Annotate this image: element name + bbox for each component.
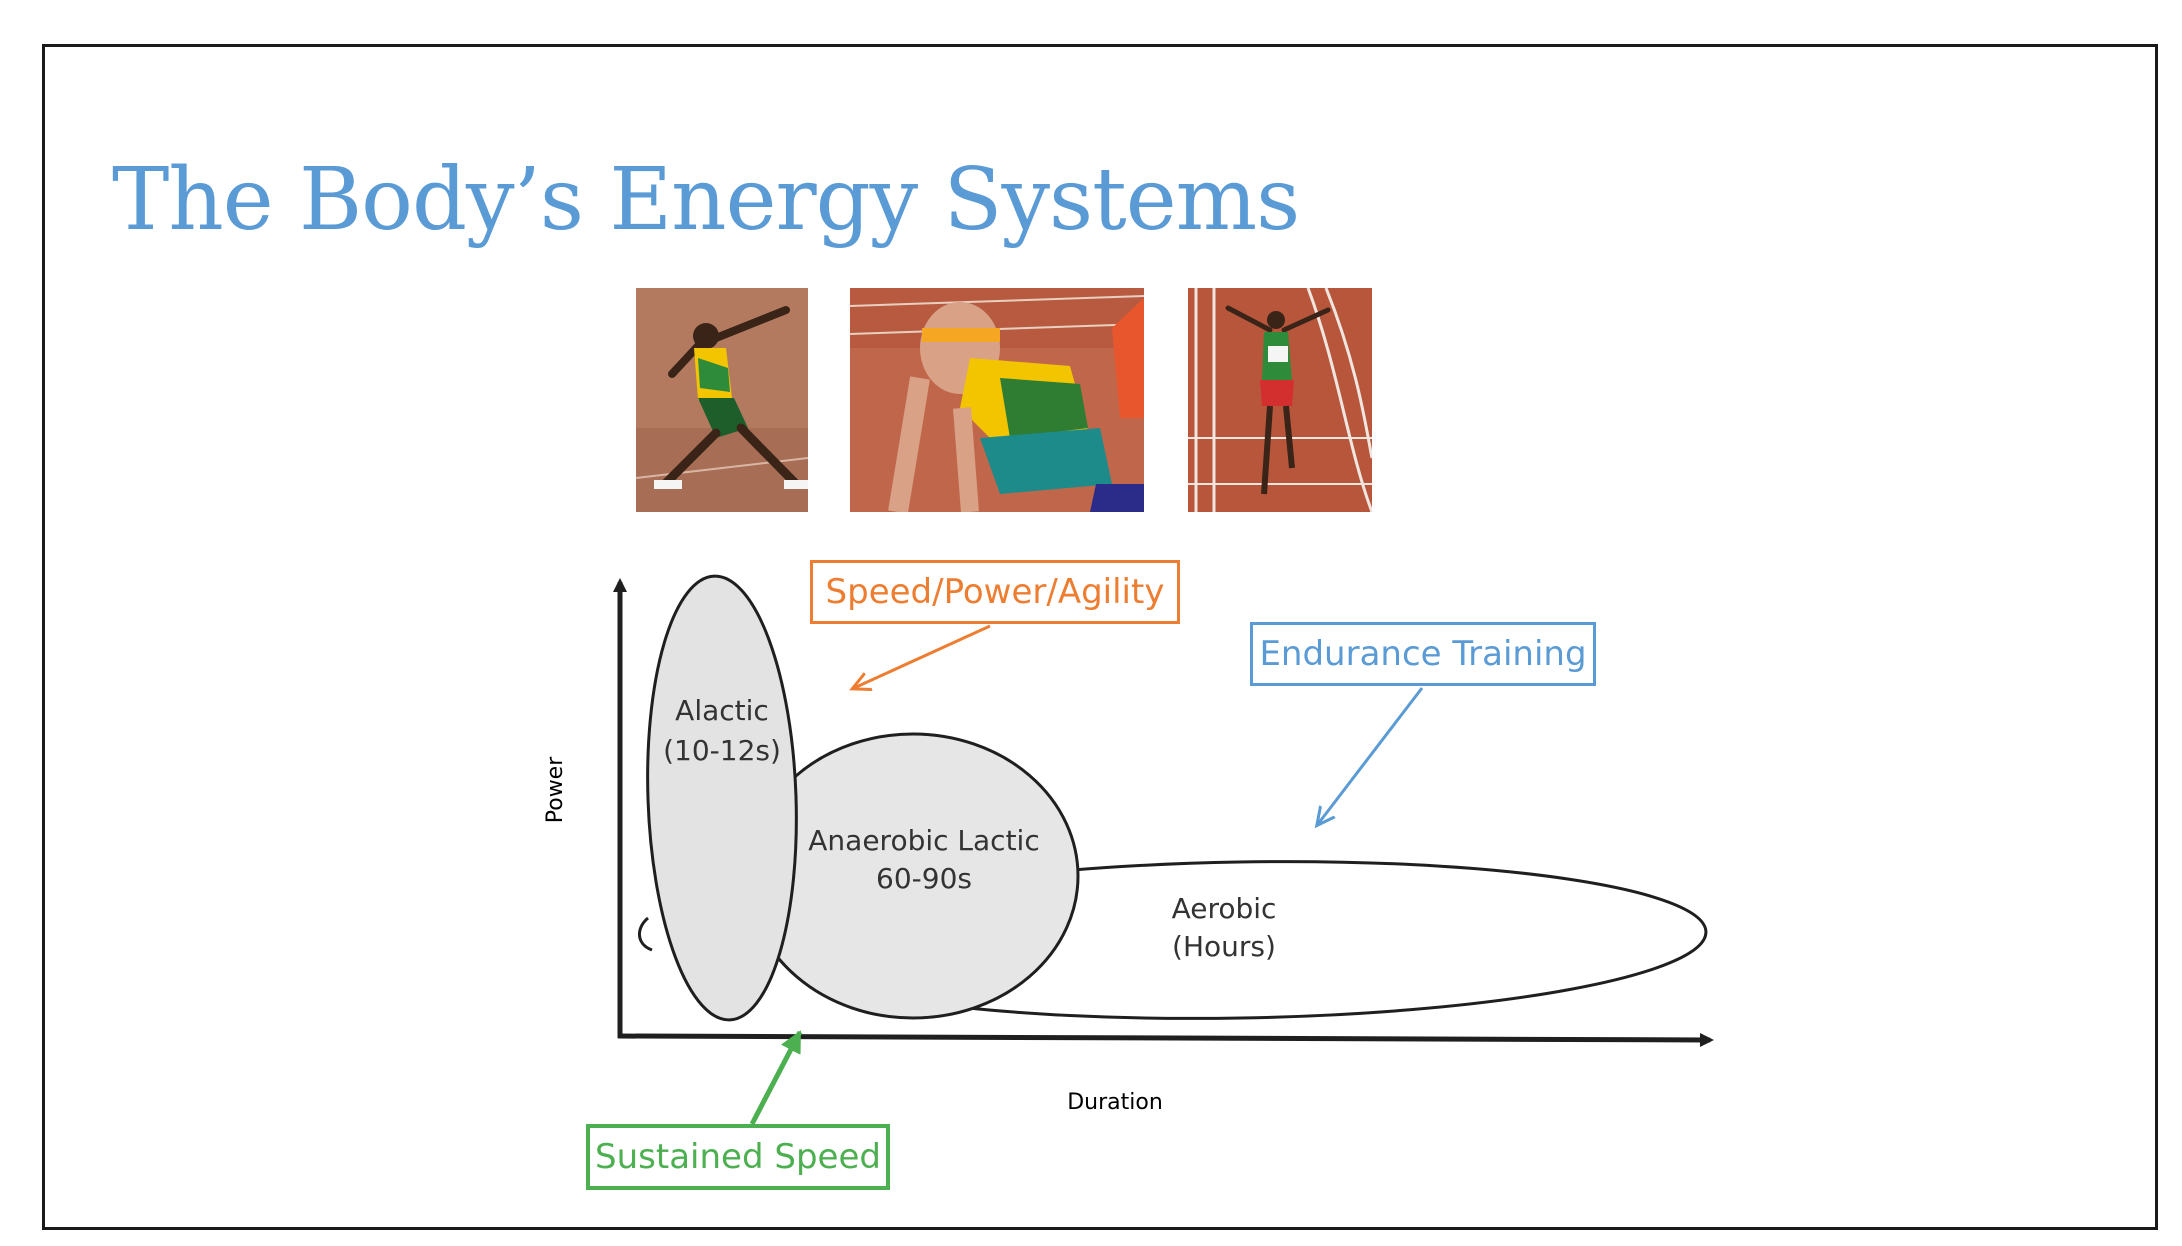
endurance-training-callout: Endurance Training (1250, 622, 1596, 686)
sustained-speed-callout: Sustained Speed (586, 1124, 890, 1190)
anaerobic-lactic-label: Anaerobic Lactic (808, 824, 1039, 857)
slide-frame (42, 44, 2158, 1230)
endurance-training-label: Endurance Training (1259, 634, 1587, 674)
aerobic-label: Aerobic (1172, 892, 1277, 925)
duration-axis (617, 1032, 1714, 1047)
alactic-label: Alactic (675, 694, 769, 727)
slide-title: The Body’s Energy Systems (112, 150, 1300, 250)
sustained-speed-label: Sustained Speed (595, 1137, 881, 1177)
sprinter-photo (636, 288, 808, 512)
anaerobic-lactic-duration-label: 60-90s (876, 862, 972, 895)
alactic-duration-label: (10-12s) (663, 734, 781, 767)
distance-runner-photo (1188, 288, 1372, 512)
alactic-region (646, 574, 798, 1022)
speed-power-agility-callout: Speed/Power/Agility (810, 560, 1180, 624)
runner-crouching-photo (850, 288, 1144, 512)
speed-power-agility-label: Speed/Power/Agility (825, 572, 1165, 612)
duration-axis-label: Duration (1067, 1090, 1163, 1115)
power-axis-label: Power (543, 756, 568, 823)
endurance-training-arrow (1318, 687, 1424, 824)
sustained-speed-arrow (749, 1030, 803, 1126)
aerobic-duration-label: (Hours) (1172, 930, 1276, 963)
aerobic-region-edge (638, 916, 653, 952)
speed-power-agility-arrow (854, 624, 991, 688)
